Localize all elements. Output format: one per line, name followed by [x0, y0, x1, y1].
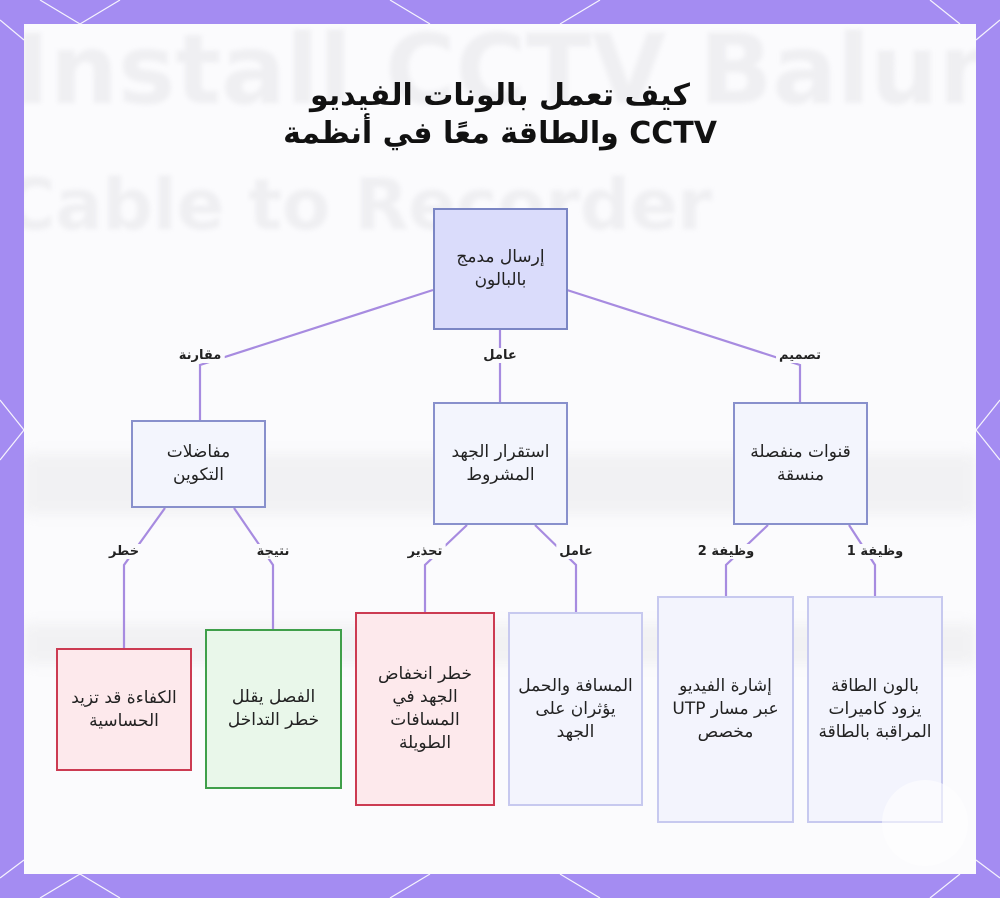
node-center-mid: استقرار الجهد المشروط: [433, 402, 568, 525]
diagram-title-line1: كيف تعمل بالونات الفيديو: [310, 78, 690, 113]
edge-label-function2: وظيفة 2: [694, 544, 758, 559]
node-left-mid: مفاضلات التكوين: [131, 420, 266, 508]
edge-left-result: [233, 507, 275, 629]
node-right-mid: قنوات منفصلة منسقة: [733, 402, 868, 525]
node-leaf-result: الفصل يقلل خطر التداخل: [205, 629, 342, 789]
edge-label-comparison: مقارنة: [175, 348, 225, 363]
node-leaf-risk: الكفاءة قد تزيد الحساسية: [56, 648, 192, 771]
watermark-line2: Cable to Recorder: [24, 164, 713, 246]
edge-label-function1: وظيفة 1: [843, 544, 907, 559]
edge-center-warning: [423, 524, 468, 612]
edge-label-factor-bottom: عامل: [556, 544, 596, 559]
node-leaf-factor: المسافة والحمل يؤثران على الجهد: [508, 612, 643, 806]
watermark-line1: Install CCTV Balun: [24, 24, 976, 126]
edge-label-design: تصميم: [776, 348, 824, 363]
edge-right-function2: [724, 524, 769, 596]
edge-label-risk: خطر: [105, 544, 143, 559]
node-leaf-warning: خطر انخفاض الجهد في المسافات الطويلة: [355, 612, 495, 806]
edge-label-warning: تحذير: [404, 544, 446, 559]
edge-center-factor: [534, 524, 578, 612]
edge-root-right: [566, 288, 802, 402]
edge-label-factor-top: عامل: [480, 348, 520, 363]
watermark-badge: [882, 780, 968, 866]
edge-root-left: [198, 288, 434, 420]
edge-left-risk: [122, 507, 166, 648]
diagram-title-line2: والطاقة معًا في أنظمة CCTV: [283, 116, 717, 151]
node-leaf-function2: إشارة الفيديو عبر مسار UTP مخصص: [657, 596, 794, 823]
edge-label-result: نتيجة: [253, 544, 293, 559]
edge-right-function1: [848, 524, 877, 596]
node-root: إرسال مدمج بالبالون: [433, 208, 568, 330]
